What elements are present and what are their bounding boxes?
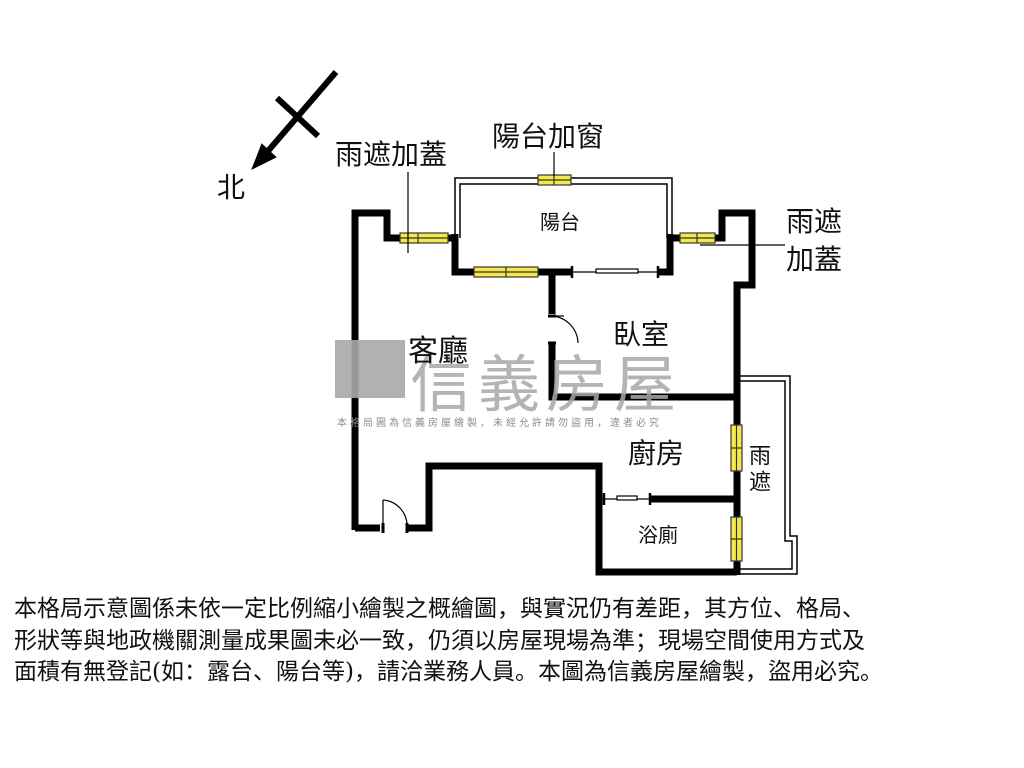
disclaimer-line-3: 面積有無登記(如：露台、陽台等)，請洽業務人員。本圖為信義房屋繪製，盜用必究。 <box>14 659 883 685</box>
balcony-window-label: 陽台加窗 <box>492 120 605 153</box>
swing-doors <box>381 314 579 533</box>
north-arrow-icon <box>251 70 339 171</box>
rain-cover-right-label-line2: 加蓋 <box>786 243 843 276</box>
sliding-doors <box>570 266 660 505</box>
floor-plan <box>251 70 798 576</box>
watermark-brand: 信義房屋 <box>410 348 683 421</box>
disclaimer-line-1: 本格局示意圖係未依一定比例縮小繪製之概繪圖，與實況仍有差距，其方位、格局、 <box>14 596 865 622</box>
leader-lines <box>407 152 785 253</box>
disclaimer: 本格局示意圖係未依一定比例縮小繪製之概繪圖，與實況仍有差距，其方位、格局、 形狀… <box>14 594 1014 689</box>
rain-cover-left-label: 雨遮加蓋 <box>335 138 448 171</box>
watermark-notice: 本格局圖為信義房屋繪製，未經允許請勿盜用，違者必究 <box>337 418 662 429</box>
watermark-logo <box>335 340 405 398</box>
room-label-living-room: 客廳 <box>408 334 468 369</box>
disclaimer-line-2: 形狀等與地政機關測量成果圖未必一致，仍須以房屋現場為準；現場空間使用方式及 <box>14 627 865 654</box>
rain-cover-side-label: 雨遮 <box>745 444 770 496</box>
room-label-balcony: 陽台 <box>540 210 580 234</box>
north-label: 北 <box>217 171 246 204</box>
rain-cover-side-outline <box>735 375 798 575</box>
room-label-bedroom: 臥室 <box>613 318 670 351</box>
room-label-bathroom: 浴廁 <box>638 523 678 547</box>
rain-cover-right-label-line1: 雨遮 <box>786 205 843 238</box>
walls <box>351 209 756 576</box>
room-label-kitchen: 廚房 <box>628 437 685 470</box>
